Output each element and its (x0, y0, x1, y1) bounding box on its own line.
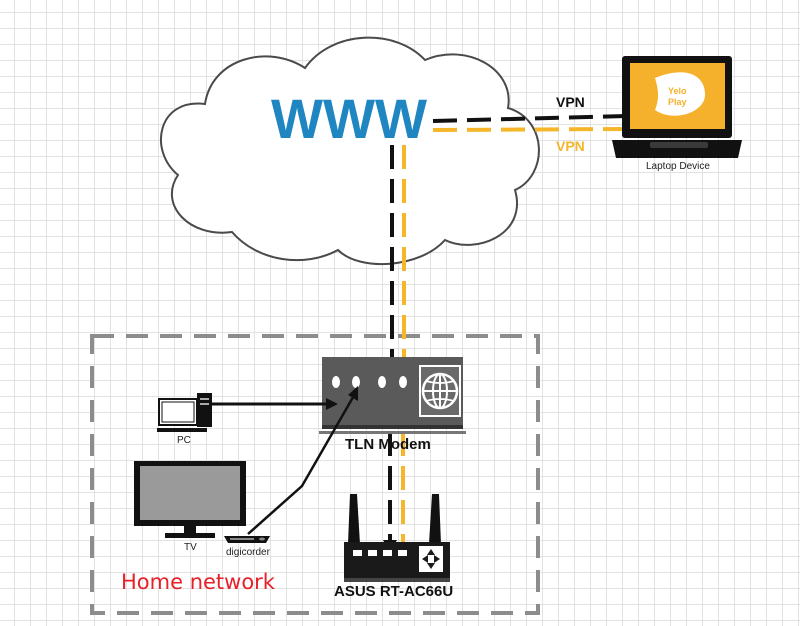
router-arrows-icon (419, 546, 443, 572)
yelo-play-logo: Yelo Play (655, 72, 706, 116)
asus-router (344, 494, 450, 582)
laptop-device: Yelo Play (612, 56, 742, 158)
vpn-label-black: VPN (556, 94, 585, 110)
svg-text:Yelo: Yelo (668, 86, 687, 96)
pc-device (157, 393, 212, 432)
digicorder-label: digicorder (226, 547, 271, 558)
home-network-label: Home network (121, 570, 276, 594)
digicorder-cable-arrow-head (348, 386, 358, 401)
router-label: ASUS RT-AC66U (334, 583, 453, 600)
vpn-label-yellow: VPN (556, 138, 585, 154)
tln-modem (319, 357, 466, 434)
pc-label: PC (177, 435, 191, 446)
digicorder-modem-cable (247, 391, 358, 535)
laptop-label: Laptop Device (646, 161, 710, 172)
home-network-boundary (90, 334, 540, 615)
svg-text:Play: Play (668, 97, 687, 107)
globe-icon (419, 365, 461, 417)
digicorder-device (224, 536, 270, 543)
pc-cable-arrow-head (326, 398, 338, 410)
tv-device (134, 461, 246, 538)
modem-label: TLN Modem (345, 436, 431, 453)
tv-label: TV (184, 542, 197, 553)
internet-cloud (160, 36, 540, 266)
www-label: WWW (271, 87, 427, 150)
